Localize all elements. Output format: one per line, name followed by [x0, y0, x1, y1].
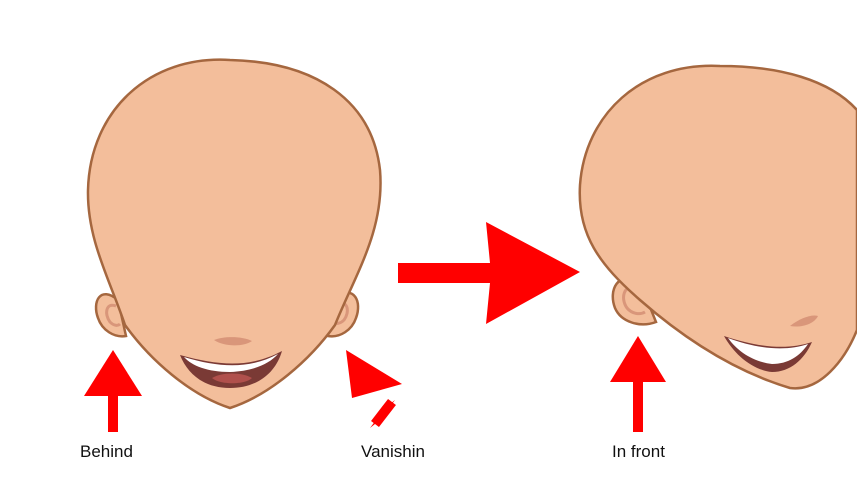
label-behind: Behind: [80, 442, 133, 462]
pointer-arrow-in-front: [610, 336, 666, 432]
three-quarter-face: [580, 66, 857, 389]
three-quarter-view-head: [580, 66, 857, 389]
label-vanishing: Vanishin: [361, 442, 425, 462]
pointer-arrow-vanishing: [346, 350, 402, 428]
front-face: [88, 60, 381, 408]
label-in-front: In front: [612, 442, 665, 462]
transition-arrow: [398, 222, 580, 324]
front-view-head: [88, 60, 381, 408]
pointer-arrow-behind: [84, 350, 142, 432]
